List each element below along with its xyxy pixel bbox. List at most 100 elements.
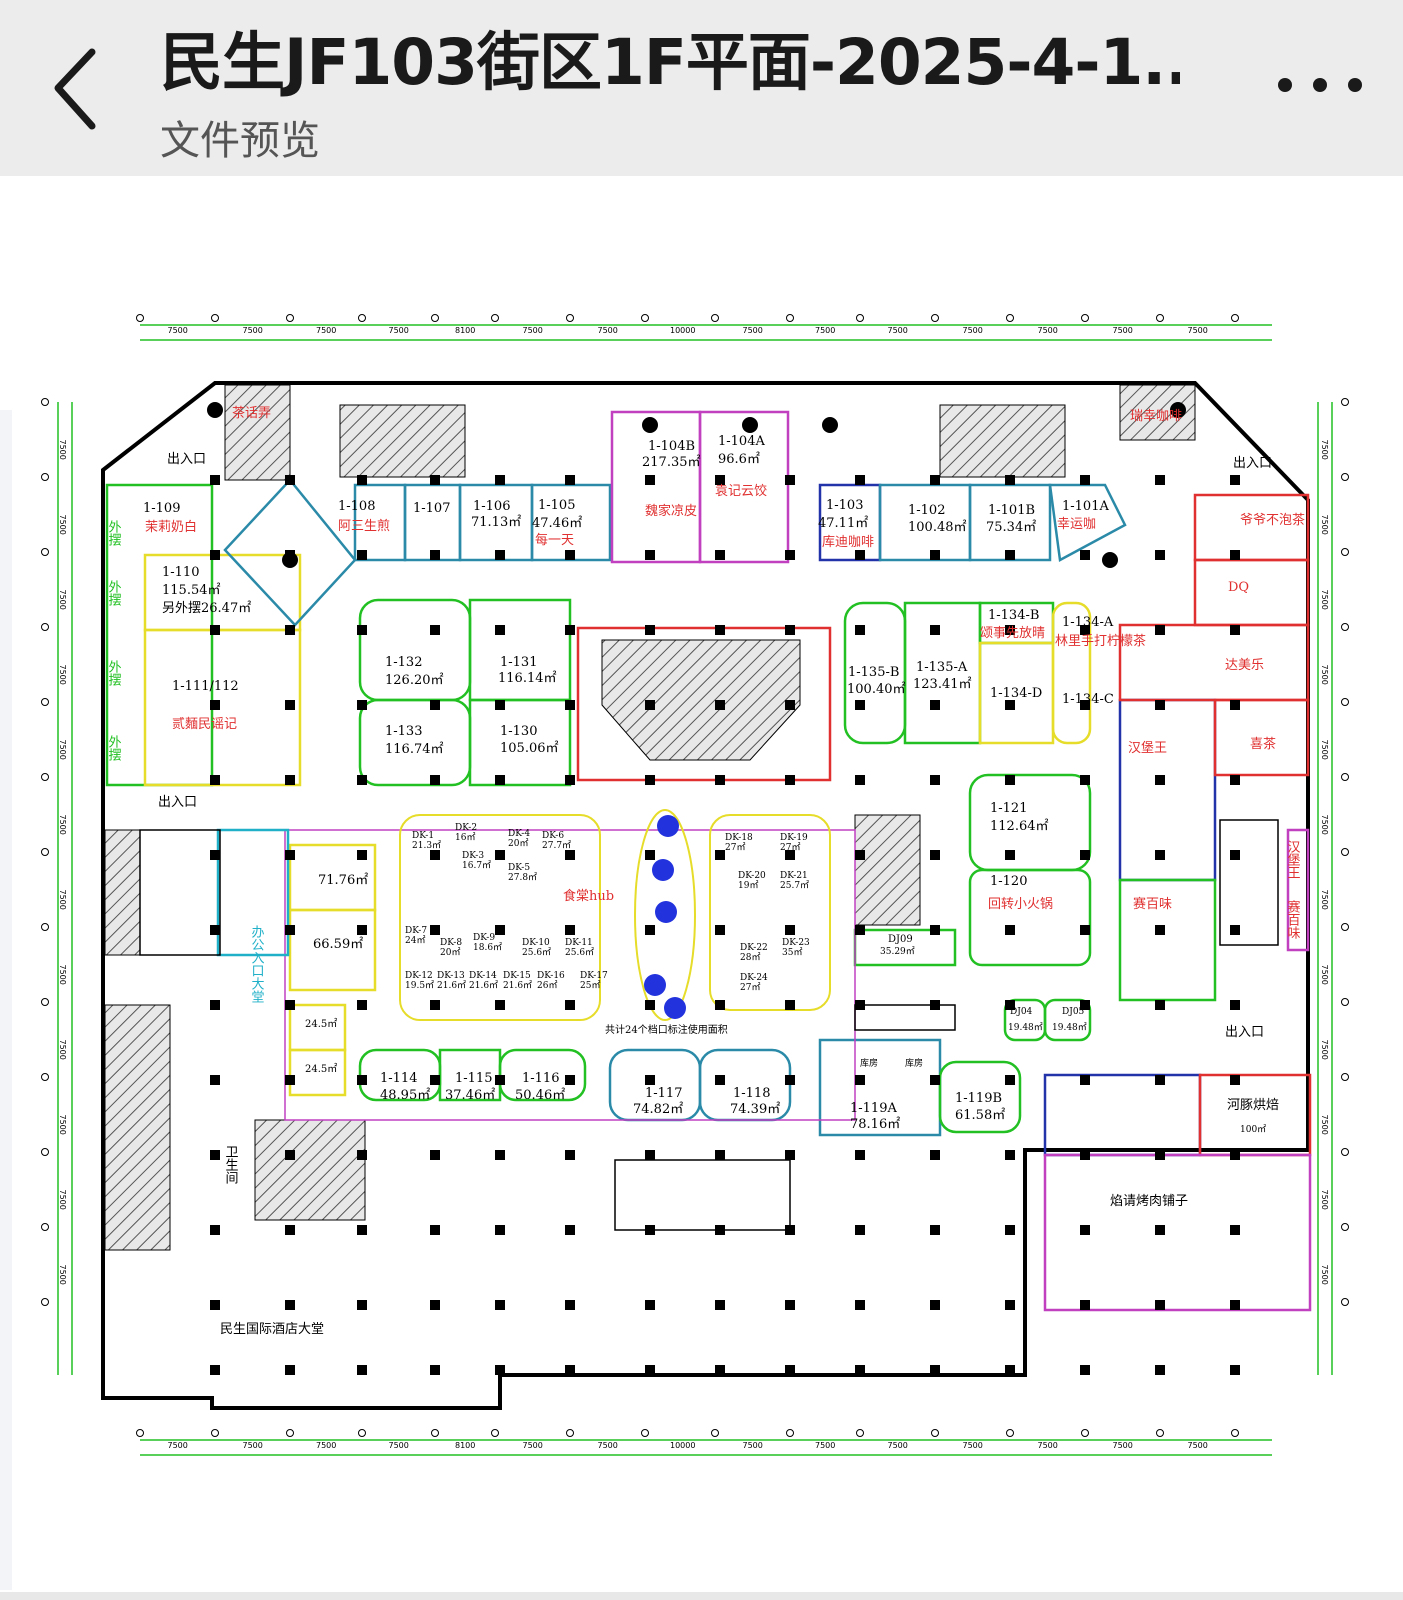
unit-1-105-area: 47.46㎡	[532, 516, 582, 531]
column	[285, 1150, 295, 1160]
column	[1230, 1150, 1240, 1160]
column	[1005, 850, 1015, 860]
unit-1-135A-area: 123.41㎡	[913, 677, 972, 692]
unit-1-108-name: 阿三生煎	[338, 518, 390, 534]
column	[645, 850, 655, 860]
shop-outlines	[105, 410, 1312, 1312]
kiosk-area: 27㎡	[740, 982, 760, 993]
kiosk-code: DK-12	[405, 971, 433, 981]
column	[1230, 1075, 1240, 1085]
dimension-top-label: 7500	[1188, 1441, 1208, 1450]
back-button[interactable]	[40, 38, 150, 148]
dimension-top-label: 7500	[243, 1441, 263, 1450]
unit-1-104B-area: 217.35㎡	[642, 455, 701, 470]
dimension-top-label: 7500	[168, 326, 188, 335]
column	[855, 775, 865, 785]
grid-bubble	[1156, 1429, 1164, 1437]
column	[1155, 1300, 1165, 1310]
toilet: 卫生间	[223, 1145, 239, 1184]
kiosk-area: 21.6㎡	[437, 980, 466, 991]
column	[715, 1300, 725, 1310]
grid-bubble	[358, 314, 366, 322]
grid-bubble	[1341, 398, 1349, 406]
kiosk-code: DK-9	[473, 933, 495, 943]
unit-1-103-area: 47.11㎡	[818, 516, 868, 531]
unit-1-118-area: 74.39㎡	[730, 1102, 780, 1117]
column	[210, 1150, 220, 1160]
unit-1-103-code: 1-103	[826, 498, 863, 513]
column	[565, 1150, 575, 1160]
column	[495, 1300, 505, 1310]
kiosk-area: 25.7㎡	[780, 880, 809, 891]
column	[1080, 1075, 1090, 1085]
column	[430, 775, 440, 785]
dimension-top-label: 7500	[316, 1441, 336, 1450]
column	[1230, 1300, 1240, 1310]
brand-saibai: 赛百味	[1133, 896, 1172, 912]
column	[1230, 475, 1240, 485]
dimension-right-label: 7500	[1320, 740, 1329, 760]
unit-1-104A-name: 袁记云饺	[715, 484, 767, 499]
unit-1-103-name: 库迪咖啡	[822, 534, 874, 550]
column	[495, 775, 505, 785]
more-button[interactable]	[1270, 60, 1370, 110]
kiosk-area: 20㎡	[508, 838, 528, 849]
dimension-top-label: 7500	[1038, 1441, 1058, 1450]
dimension-lines	[57, 324, 1333, 1456]
unit-1-121-code: 1-121	[990, 801, 1027, 816]
column	[210, 1000, 220, 1010]
column	[430, 1150, 440, 1160]
unit-1-106-code: 1-106	[473, 499, 510, 514]
column	[357, 1365, 367, 1375]
dimension-top-label: 8100	[455, 1441, 475, 1450]
column	[285, 775, 295, 785]
unit-1-135B-area: 100.40㎡	[847, 682, 906, 697]
column	[495, 850, 505, 860]
food-court	[399, 809, 831, 1021]
grid-bubble	[931, 314, 939, 322]
column	[210, 925, 220, 935]
column	[645, 1365, 655, 1375]
column	[210, 475, 220, 485]
dimension-left-label: 7500	[58, 890, 67, 910]
brand-saibai-vertical: 赛百味	[1285, 899, 1301, 939]
unit-1-109-code: 1-109	[143, 501, 180, 516]
column	[1155, 850, 1165, 860]
unit-1-105-code: 1-105	[538, 498, 575, 513]
dj09-area: 35.29㎡	[880, 946, 915, 957]
unit-1-134C-code: 1-134-C	[1062, 692, 1114, 707]
unit-1-111-code: 1-111/112	[172, 679, 239, 694]
column	[210, 1365, 220, 1375]
column	[1155, 1365, 1165, 1375]
column	[785, 475, 795, 485]
column	[430, 1075, 440, 1085]
kiosk-code: DK-7	[405, 926, 427, 936]
unit-1-102-code: 1-102	[908, 503, 945, 518]
grid-bubble	[786, 1429, 794, 1437]
dimension-right-label: 7500	[1320, 1190, 1329, 1210]
grid-bubble	[1341, 923, 1349, 931]
dimension-right-label: 7500	[1320, 1265, 1329, 1285]
document-subtitle: 文件预览	[160, 118, 320, 164]
column	[930, 1225, 940, 1235]
column	[1155, 1150, 1165, 1160]
unit-1-110-code: 1-110	[162, 565, 199, 580]
unit-1-132-area: 126.20㎡	[385, 673, 444, 688]
dimension-top-label: 8100	[455, 326, 475, 335]
kiosk-code: DK-16	[537, 971, 565, 981]
dimension-top-label: 10000	[670, 1441, 695, 1450]
column	[715, 925, 725, 935]
column	[430, 1000, 440, 1010]
dimension-top-label: 7500	[743, 1441, 763, 1450]
grid-bubble	[1341, 1223, 1349, 1231]
column	[715, 700, 725, 710]
grid-bubble	[931, 1429, 939, 1437]
dimension-top-label: 7500	[389, 1441, 409, 1450]
top-bar: 民生JF103街区1F平面-2025-4-1... 文件预览	[0, 0, 1403, 176]
column	[210, 850, 220, 860]
column	[645, 1150, 655, 1160]
grid-bubble	[286, 1429, 294, 1437]
floor-plan[interactable]: 7500 7500 7500 7500 7500 7500 7500 7500 8100 8100…	[0, 300, 1403, 1600]
kiosk-code: DK-20	[738, 871, 766, 881]
column	[715, 1150, 725, 1160]
